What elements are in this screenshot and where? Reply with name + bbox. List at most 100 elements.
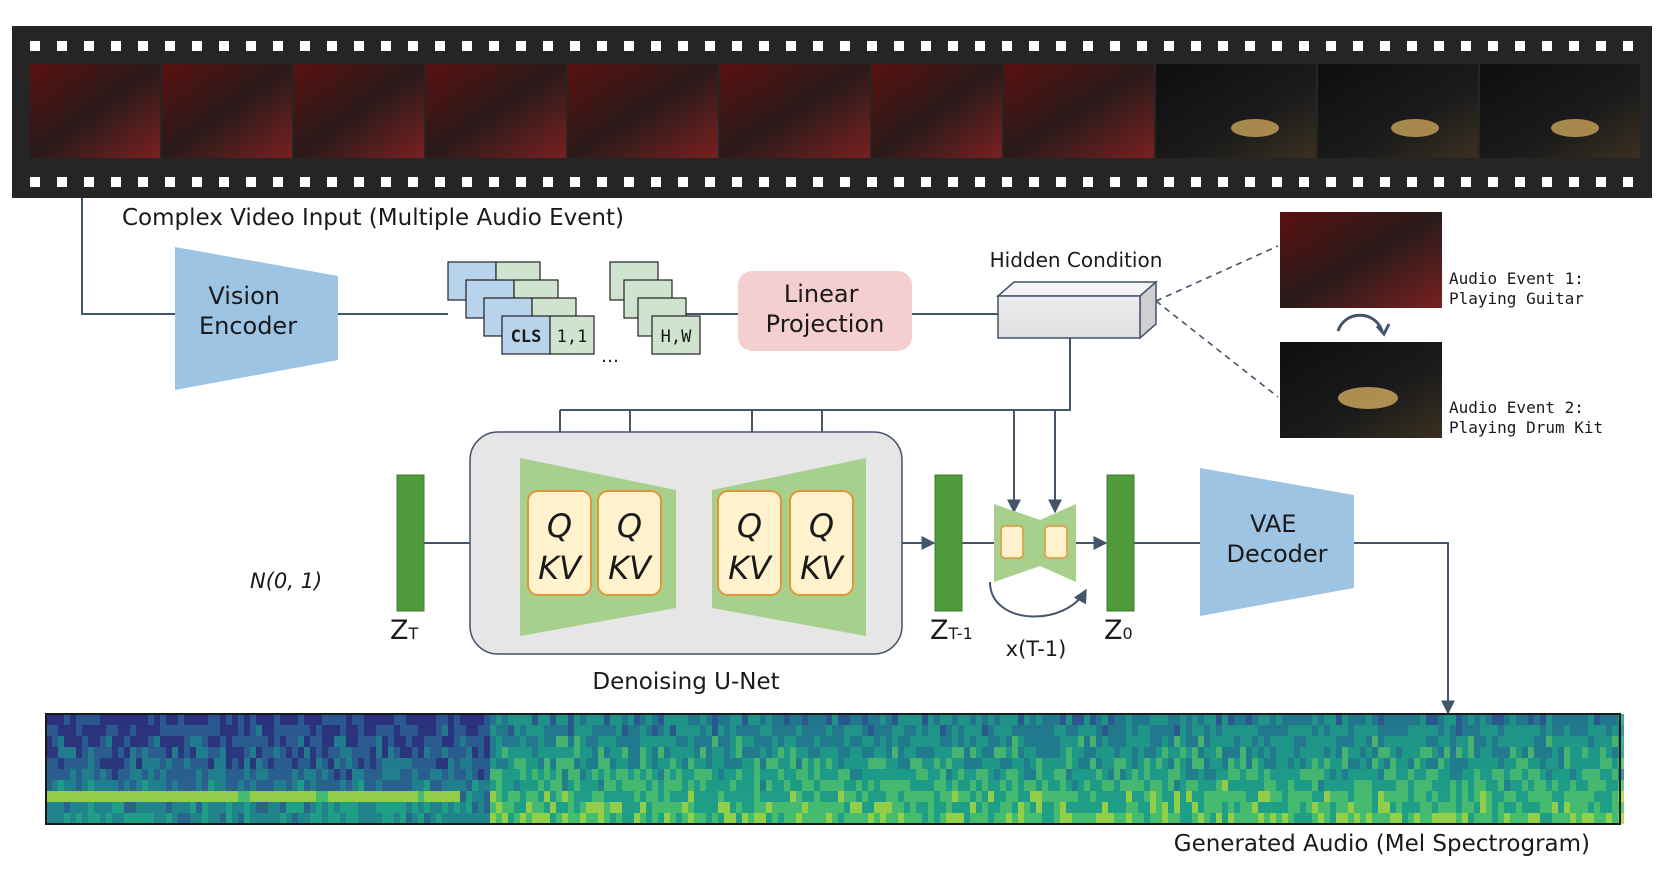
spectrogram-cell (430, 813, 436, 824)
z0-label: Z0 (1104, 615, 1133, 646)
spectrogram-cell (1480, 791, 1486, 802)
spectrogram-cell (1468, 813, 1474, 824)
spectrogram-cell (1162, 791, 1168, 802)
spectrogram-cell (856, 780, 862, 791)
spectrogram-cell (244, 769, 250, 780)
spectrogram-cell (1054, 747, 1060, 758)
spectrogram-cell (460, 813, 466, 824)
spectrogram-cell (178, 813, 184, 824)
spectrogram-cell (718, 747, 724, 758)
spectrogram-cell (448, 780, 454, 791)
spectrogram-cell (556, 725, 562, 736)
spectrogram-cell (1396, 758, 1402, 769)
spectrogram-cell (220, 758, 226, 769)
spectrogram-cell (742, 780, 748, 791)
sprocket-hole (1380, 41, 1390, 51)
spectrogram-cell (1042, 747, 1048, 758)
spectrogram-cell (550, 791, 556, 802)
spectrogram-cell (592, 780, 598, 791)
spectrogram-cell (496, 725, 502, 736)
spectrogram-cell (1408, 725, 1414, 736)
spectrogram-cell (868, 780, 874, 791)
spectrogram-cell (1426, 725, 1432, 736)
spectrogram-cell (1120, 769, 1126, 780)
spectrogram-cell (916, 747, 922, 758)
spectrogram-cell (130, 769, 136, 780)
spectrogram-cell (1558, 780, 1564, 791)
spectrogram-cell (760, 769, 766, 780)
spectrogram-cell (538, 758, 544, 769)
spectrogram-cell (1246, 813, 1252, 824)
spectrogram-cell (670, 714, 676, 725)
spectrogram-cell (1006, 747, 1012, 758)
spectrogram-cell (1552, 747, 1558, 758)
spectrogram-cell (442, 791, 448, 802)
spectrogram-cell (1132, 813, 1138, 824)
spectrogram-cell (490, 758, 496, 769)
spectrogram-cell (1372, 714, 1378, 725)
spectrogram-cell (52, 780, 58, 791)
spectrogram-cell (712, 736, 718, 747)
spectrogram-cell (1084, 791, 1090, 802)
spectrogram-cell (1240, 813, 1246, 824)
spectrogram-cell (640, 769, 646, 780)
spectrogram-cell (628, 802, 634, 813)
spectrogram-cell (1342, 736, 1348, 747)
spectrogram-cell (1006, 813, 1012, 824)
spectrogram-cell (994, 791, 1000, 802)
spectrogram-cell (1240, 714, 1246, 725)
spectrogram-cell (598, 736, 604, 747)
spectrogram-cell (1456, 802, 1462, 813)
spectrogram-cell (1282, 802, 1288, 813)
spectrogram-cell (1366, 813, 1372, 824)
spectrogram-cell (1324, 780, 1330, 791)
spectrogram-cell (526, 747, 532, 758)
spectrogram-cell (688, 802, 694, 813)
spectrogram-cell (1150, 714, 1156, 725)
spectrogram-cell (412, 747, 418, 758)
spectrogram-cell (1228, 725, 1234, 736)
spectrogram-cell (226, 725, 232, 736)
spectrogram-cell (154, 725, 160, 736)
spectrogram-cell (670, 747, 676, 758)
spectrogram-cell (1102, 813, 1108, 824)
spectrogram-cell (1384, 780, 1390, 791)
spectrogram-cell (1540, 769, 1546, 780)
sprocket-hole (948, 41, 958, 51)
spectrogram-cell (922, 769, 928, 780)
spectrogram-cell (1264, 725, 1270, 736)
event1-label: Audio Event 1: Playing Guitar (1449, 269, 1594, 308)
spectrogram-cell (148, 714, 154, 725)
spectrogram-cell (730, 780, 736, 791)
spectrogram-cell (1336, 791, 1342, 802)
sprocket-hole (1488, 41, 1498, 51)
spectrogram-cell (208, 714, 214, 725)
spectrogram-cell (358, 747, 364, 758)
spectrogram-cell (1126, 747, 1132, 758)
spectrogram-cell (346, 769, 352, 780)
spectrogram-cell (64, 802, 70, 813)
spectrogram-cell (1348, 747, 1354, 758)
spectrogram-cell (124, 758, 130, 769)
spectrogram-cell (1462, 736, 1468, 747)
spectrogram-cell (892, 769, 898, 780)
spectrogram-cell (1564, 791, 1570, 802)
spectrogram-cell (856, 802, 862, 813)
spectrogram-cell (58, 736, 64, 747)
sprocket-hole (624, 41, 634, 51)
spectrogram-cell (1084, 736, 1090, 747)
spectrogram-cell (454, 747, 460, 758)
spectrogram-cell (1078, 758, 1084, 769)
spectrogram-cell (1456, 769, 1462, 780)
spectrogram-cell (442, 747, 448, 758)
spectrogram-cell (148, 791, 154, 802)
spectrogram-cell (1402, 791, 1408, 802)
spectrogram-cell (1264, 736, 1270, 747)
spectrogram-cell (1612, 747, 1618, 758)
sprocket-hole (1326, 177, 1336, 187)
spectrogram-cell (1510, 769, 1516, 780)
spectrogram-cell (1462, 725, 1468, 736)
spectrogram-cell (820, 736, 826, 747)
spectrogram-cell (124, 736, 130, 747)
